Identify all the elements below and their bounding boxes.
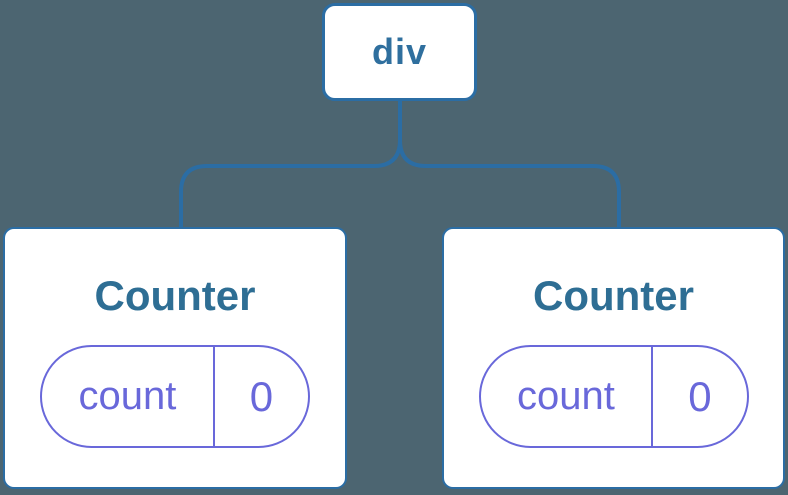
root-node: div xyxy=(322,3,477,101)
state-pill: count 0 xyxy=(478,345,749,448)
component-card-left: Counter count 0 xyxy=(3,227,347,489)
state-pill-value: 0 xyxy=(688,372,712,420)
component-title: Counter xyxy=(533,272,694,319)
state-pill-key: count xyxy=(481,347,654,446)
component-title: Counter xyxy=(94,272,256,319)
root-node-label: div xyxy=(371,31,427,72)
state-pill-key: count xyxy=(42,347,215,446)
state-pill: count 0 xyxy=(40,345,310,448)
component-card-right: Counter count 0 xyxy=(442,227,785,489)
state-pill-value: 0 xyxy=(249,372,274,420)
